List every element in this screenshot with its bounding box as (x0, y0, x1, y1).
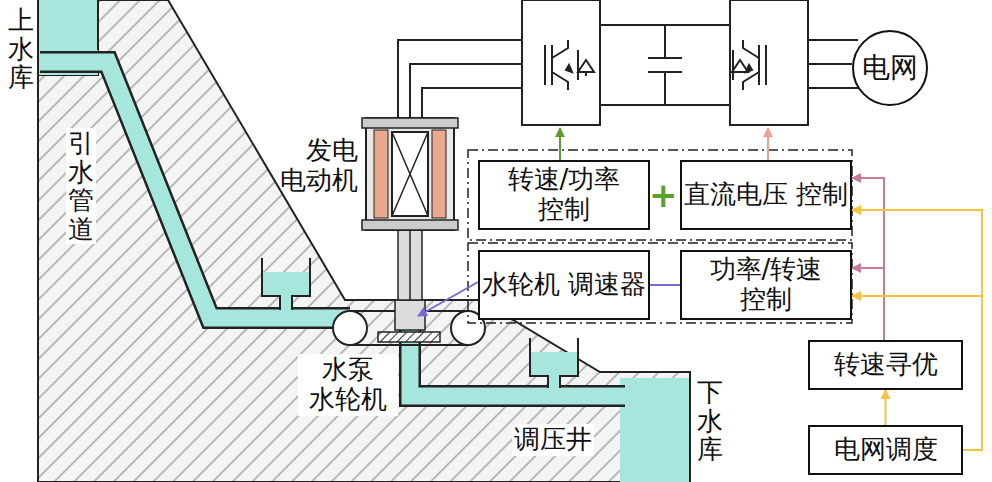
control-box: 功率/转速 控制 (680, 250, 852, 320)
box-text: 转速/功率 控制 (480, 165, 648, 225)
text-group: 转速寻优 (834, 350, 938, 380)
connector (852, 178, 884, 340)
connector (852, 210, 982, 450)
connector (885, 390, 887, 425)
reservoir-label: 上水库 (8, 6, 34, 92)
box-text: 水轮机 调速器 (482, 270, 646, 300)
control-box: 水轮机 调速器 (478, 250, 650, 320)
text-group: 直流电压 控制 (684, 180, 848, 210)
connector (650, 284, 680, 286)
control-box: 转速/功率 控制 (478, 160, 650, 230)
tank-label: 调压井 (512, 424, 594, 456)
process-box: 电网调度 (808, 425, 963, 475)
machine-label: 水泵 水轮机 (298, 354, 398, 416)
box-text: 电网调度 (834, 435, 938, 465)
control-box: 直流电压 控制 (680, 160, 852, 230)
grid-circle: 电网 (852, 30, 928, 106)
plus-sign: + (649, 176, 678, 215)
process-box: 转速寻优 (808, 340, 963, 390)
text-group: 电网调度 (834, 435, 938, 465)
machine-label: 发电 电动机 (262, 136, 358, 196)
box-text: 功率/转速 控制 (682, 255, 850, 315)
pipe-label: 引水管道 (66, 128, 96, 244)
text-group: 水轮机 调速器 (482, 270, 646, 300)
box-text: 电网 (862, 52, 918, 84)
box-text: 转速寻优 (834, 350, 938, 380)
reservoir-label: 下水库 (697, 378, 723, 464)
text-group: 电网 (862, 52, 918, 84)
box-text: 直流电压 控制 (684, 180, 848, 210)
text-group: 功率/转速 控制 (682, 255, 850, 315)
connector (852, 268, 884, 340)
text-group: 转速/功率 控制 (480, 165, 648, 225)
